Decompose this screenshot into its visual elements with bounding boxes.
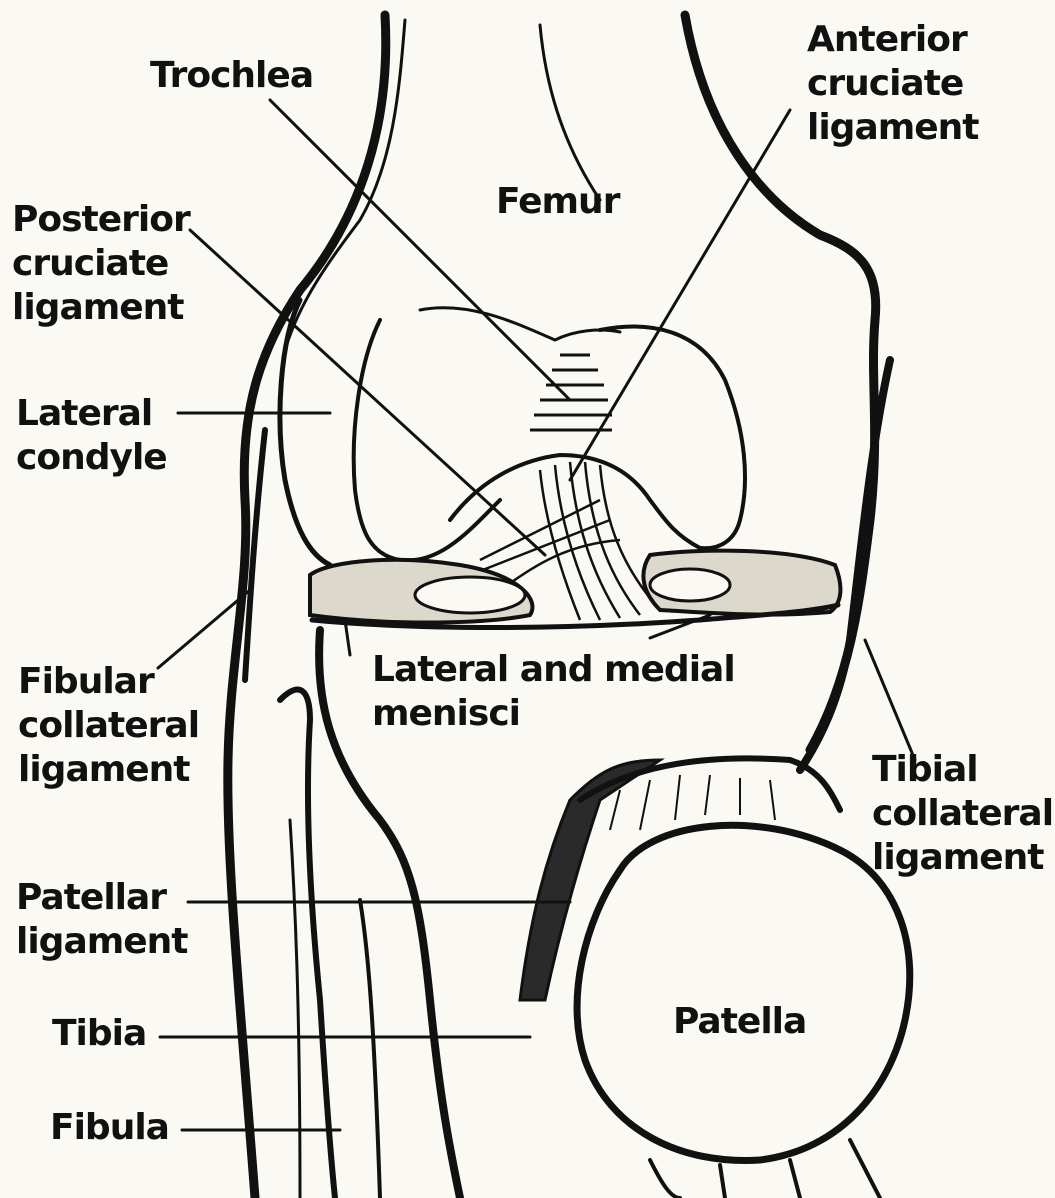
fibula-inner bbox=[290, 820, 300, 1198]
trochlea-hatching bbox=[530, 355, 612, 430]
meniscus-inner-right bbox=[650, 569, 730, 601]
leader-tibial-collateral bbox=[865, 640, 915, 760]
condyle-left-contour bbox=[280, 300, 330, 565]
patellar-ligament-strands bbox=[610, 775, 775, 830]
patella-bone bbox=[577, 825, 910, 1160]
femur-inner-right bbox=[540, 25, 600, 200]
fibula-outline bbox=[280, 690, 335, 1198]
medial-condyle-outline bbox=[600, 327, 745, 549]
label-patella: Patella bbox=[673, 1000, 806, 1044]
label-trochlea: Trochlea bbox=[150, 54, 313, 98]
label-tibia: Tibia bbox=[52, 1012, 146, 1056]
trochlea-groove bbox=[420, 308, 620, 340]
leader-trochlea bbox=[270, 100, 570, 400]
tibia-inner bbox=[360, 900, 380, 1198]
label-femur: Femur bbox=[496, 180, 619, 224]
leader-menisci-right bbox=[650, 615, 710, 638]
leader-acl bbox=[570, 110, 790, 480]
label-fibula: Fibula bbox=[50, 1106, 169, 1150]
meniscus-inner-left bbox=[415, 577, 525, 613]
lateral-condyle-outline bbox=[354, 320, 500, 560]
